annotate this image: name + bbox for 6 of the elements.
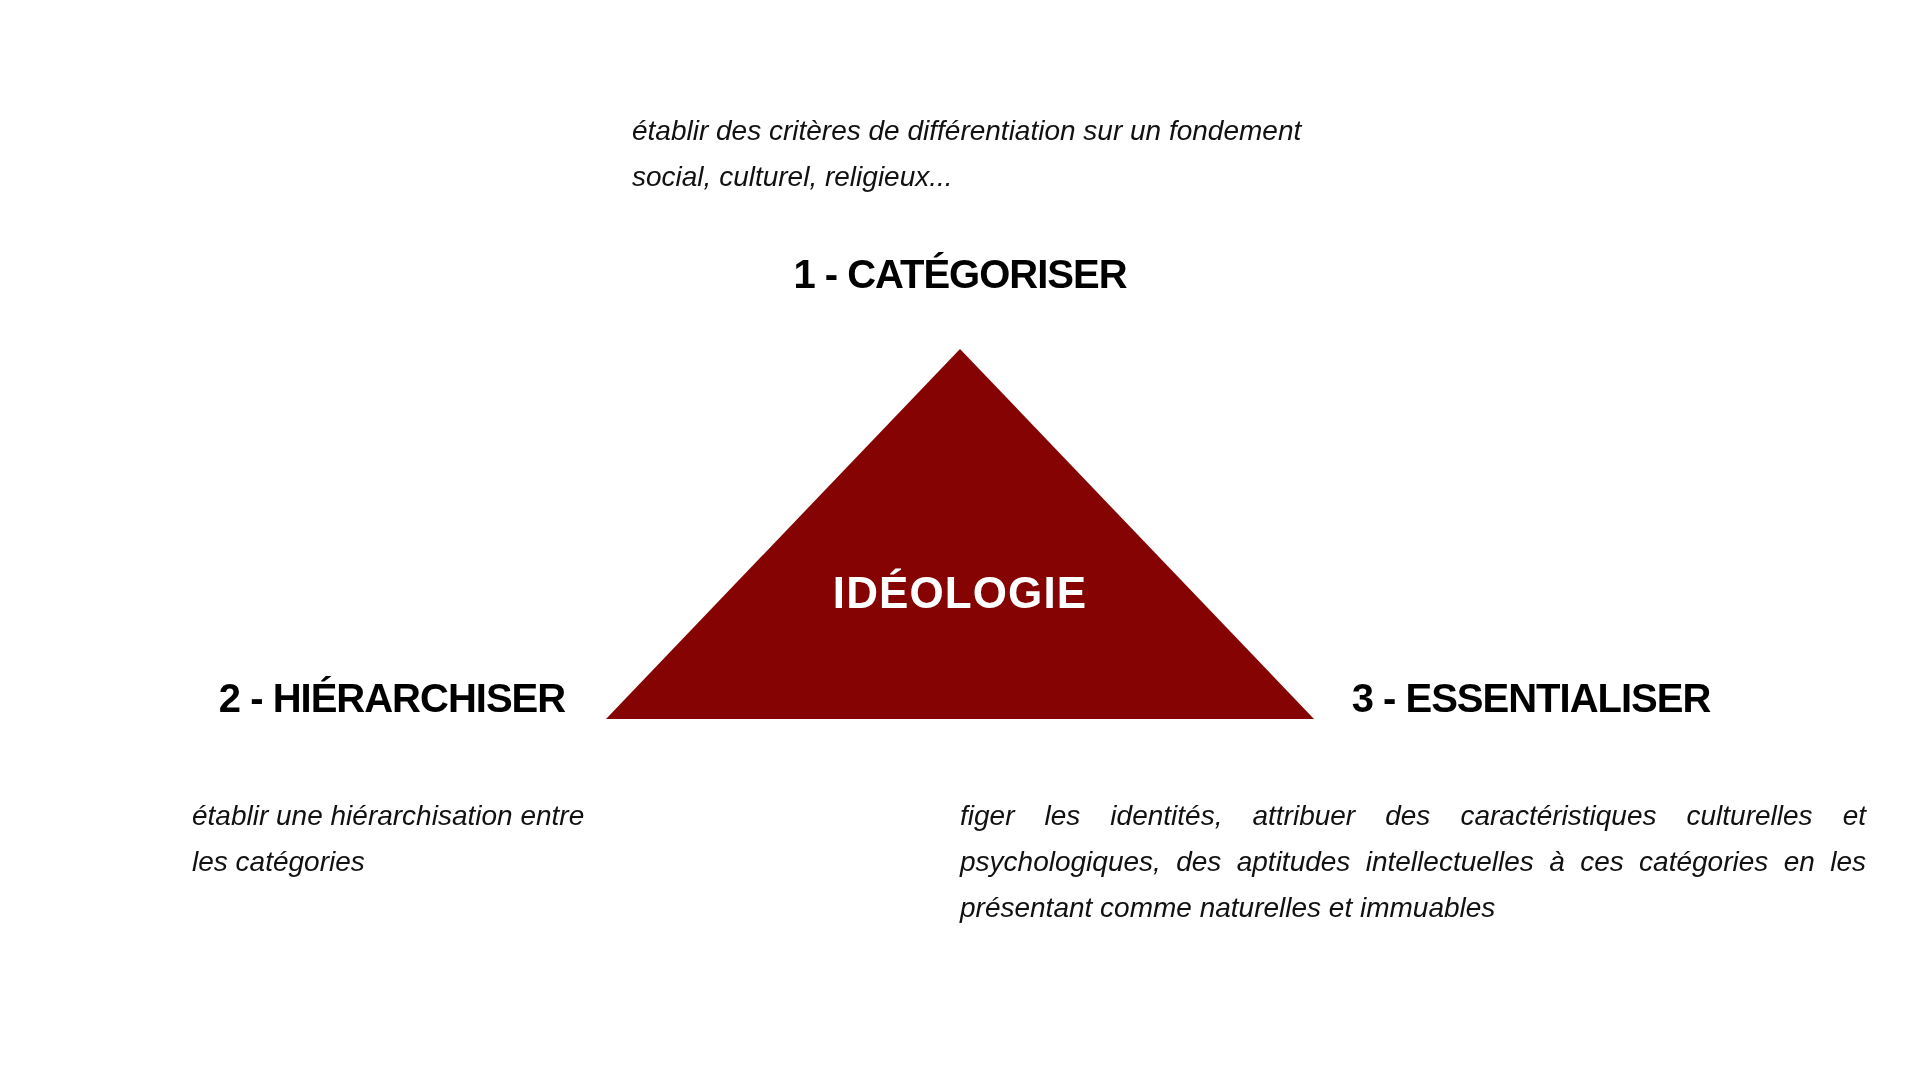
step-heading: 2 - HIÉRARCHISER [217, 675, 567, 722]
description-text: établir des critères de différentiation sur un fondement social, culturel, religieux... [632, 114, 1303, 194]
step-heading: 3 - ESSENTIALISER [1350, 675, 1712, 722]
description-text: établir une hiérarchisation entre les catégories [192, 799, 586, 879]
step-heading: 1 - CATÉGORISER [792, 251, 1128, 298]
description-text: figer les identités, attribuer des caractéristiques culturelles et psychologiques, des aptitudes intellectuelles à ces catégories en les présentant comme naturelles et immuables [960, 799, 1866, 925]
